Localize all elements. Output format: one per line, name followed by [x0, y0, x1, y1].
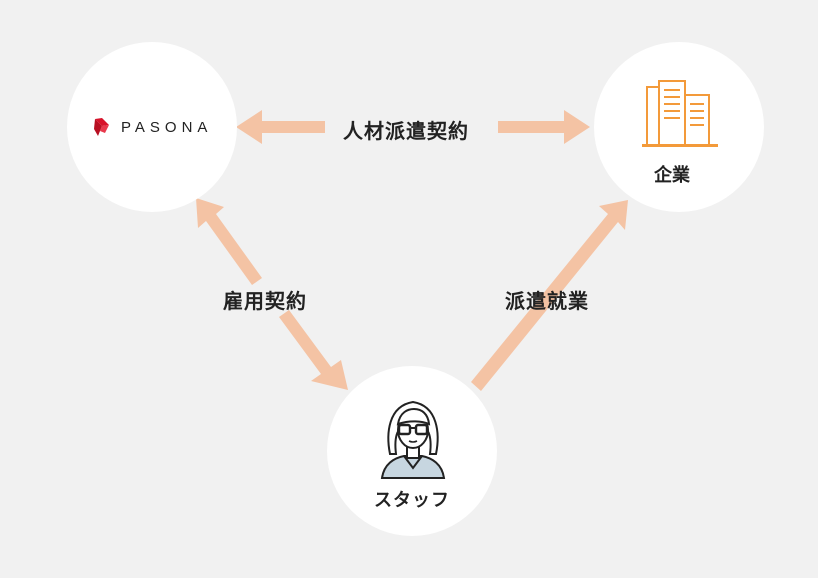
building-icon [642, 80, 718, 147]
company-node [594, 42, 764, 212]
company-label: 企業 [654, 165, 690, 186]
pasona-logo-text: PASONA [121, 119, 213, 136]
arrow-top-left [236, 110, 325, 144]
pasona-logo-icon [94, 118, 109, 136]
relation-label-right: 派遣就業 [505, 289, 589, 313]
staff-label: スタッフ [374, 490, 450, 511]
arrow-left-down [279, 310, 348, 390]
arrow-top-right [498, 110, 590, 144]
arrow-right-up [471, 200, 628, 391]
relation-label-left: 雇用契約 [223, 289, 307, 313]
relation-label-top: 人材派遣契約 [343, 119, 469, 143]
staff-person-icon [380, 400, 446, 479]
arrow-left-up [196, 198, 262, 285]
